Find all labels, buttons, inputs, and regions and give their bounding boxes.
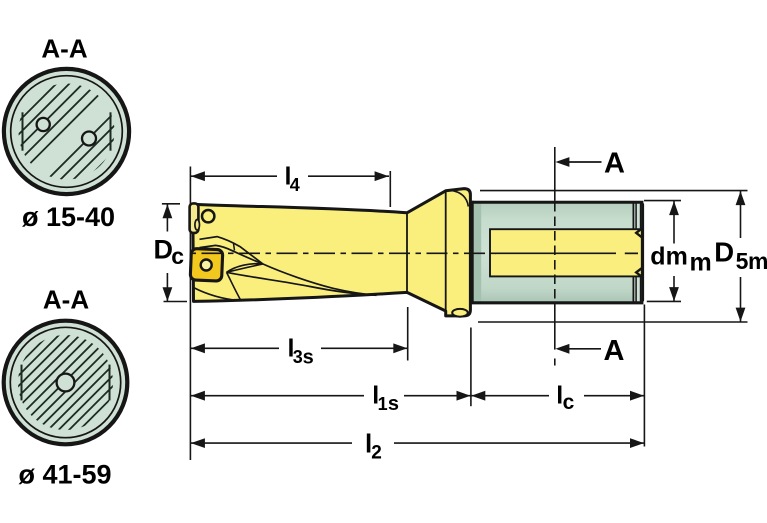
svg-text:l: l [288,335,295,363]
svg-text:l: l [556,381,563,409]
svg-text:A-A: A-A [43,285,89,315]
svg-text:3: 3 [293,347,303,367]
svg-text:ø 15-40: ø 15-40 [22,202,115,232]
svg-text:A: A [604,147,625,179]
svg-text:l: l [285,163,292,191]
svg-text:A-A: A-A [41,34,87,64]
svg-text:c: c [563,391,575,414]
svg-text:4: 4 [290,175,300,195]
svg-text:2: 2 [371,443,382,464]
svg-text:l: l [365,429,372,459]
svg-text:D: D [714,237,734,268]
svg-text:s: s [303,346,314,368]
svg-text:A: A [604,335,625,367]
svg-text:ø 41-59: ø 41-59 [18,460,111,490]
svg-text:m: m [690,248,712,276]
svg-text:l: l [372,381,379,409]
svg-text:D: D [154,235,174,265]
svg-text:5: 5 [736,248,749,274]
svg-text:s: s [388,393,399,415]
svg-text:m: m [748,248,767,274]
svg-text:dm: dm [650,243,688,271]
svg-text:c: c [171,243,184,269]
svg-text:1: 1 [378,394,388,414]
